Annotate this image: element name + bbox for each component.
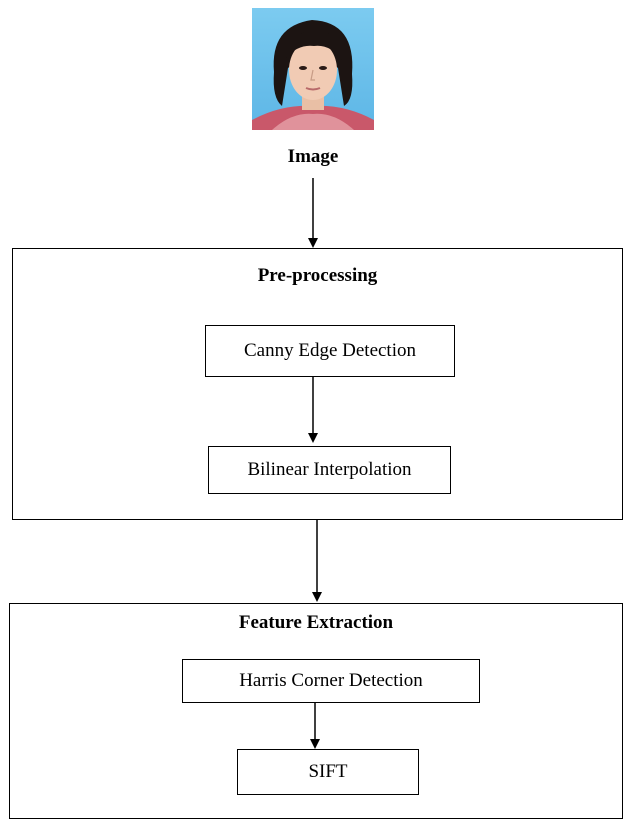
arrow-harris-to-sift bbox=[310, 703, 320, 749]
image-label: Image bbox=[287, 146, 339, 167]
bilinear-interpolation-step: Bilinear Interpolation bbox=[208, 446, 451, 494]
arrow-image-to-preprocessing bbox=[308, 178, 318, 248]
feature-extraction-title: Feature Extraction bbox=[238, 612, 394, 633]
portrait-image bbox=[252, 8, 374, 130]
arrow-canny-to-bilinear bbox=[308, 377, 318, 443]
preprocessing-title: Pre-processing bbox=[257, 265, 378, 286]
canny-edge-detection-step: Canny Edge Detection bbox=[205, 325, 455, 377]
harris-corner-detection-step: Harris Corner Detection bbox=[182, 659, 480, 703]
sift-step: SIFT bbox=[237, 749, 419, 795]
input-photo bbox=[252, 8, 374, 130]
arrow-preprocessing-to-feature-extraction bbox=[312, 520, 322, 602]
